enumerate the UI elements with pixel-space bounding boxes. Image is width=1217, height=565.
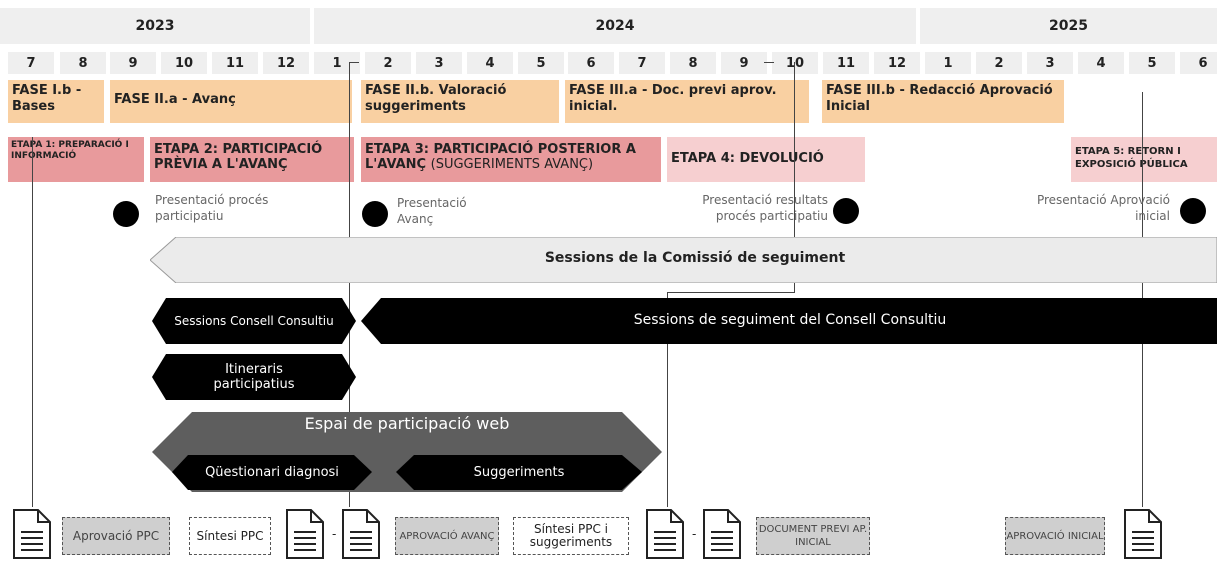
etapa-4: ETAPA 4: DEVOLUCIÓ <box>667 137 865 182</box>
seguiment-arrow-shape <box>361 298 1217 344</box>
month-18: 1 <box>925 52 971 74</box>
month-6: 1 <box>314 52 360 74</box>
presentation-dot-4 <box>1180 198 1206 224</box>
fase-iiia: FASE III.a - Doc. previ aprov. inicial. <box>565 80 809 123</box>
month-19: 2 <box>976 52 1022 74</box>
month-17: 12 <box>874 52 920 74</box>
doc-label-sintesi-ppc: Síntesi PPC <box>189 517 271 555</box>
qüestionari-label: Qüestionari diagnosi <box>205 465 339 480</box>
month-16: 11 <box>823 52 869 74</box>
itineraris-hex-shape <box>152 354 356 400</box>
qüestionari-hex-shape <box>172 455 372 490</box>
fase-iib: FASE II.b. Valoració suggeriments <box>361 80 559 123</box>
hline-3b <box>667 292 795 293</box>
consell-hex-shape <box>152 298 356 344</box>
etapa-3-subtitle: (SUGGERIMENTS AVANÇ) <box>430 157 594 172</box>
etapa-5: ETAPA 5: RETORN I EXPOSICIÓ PÚBLICA <box>1071 137 1217 182</box>
presentation-text-2: Presentació Avanç <box>397 196 467 226</box>
espai-web-hex <box>152 412 662 492</box>
month-21: 4 <box>1078 52 1124 74</box>
presentation-text-4: Presentació Aprovació inicial <box>1036 193 1170 223</box>
seguiment-arrow <box>361 298 1217 344</box>
comissio-label: Sessions de la Comissió de seguiment <box>544 250 846 266</box>
seguiment-label: Sessions de seguiment del Consell Consul… <box>633 312 947 328</box>
doc-label-aprovacio-avanc: APROVACIÓ AVANÇ <box>395 517 499 555</box>
itineraris-label: Itineraris participatius <box>213 362 295 392</box>
hline-3a <box>764 62 774 63</box>
vline-3 <box>794 62 795 292</box>
fase-iia: FASE II.a - Avanç <box>110 80 352 123</box>
month-1: 8 <box>60 52 106 74</box>
document-icon-3 <box>646 509 684 559</box>
month-15: 10 <box>772 52 818 74</box>
etapa-3-title: ETAPA 3: PARTICIPACIÓ POSTERIOR A L'AVAN… <box>365 142 636 172</box>
month-0: 7 <box>8 52 54 74</box>
document-icon-2 <box>342 509 380 559</box>
month-5: 12 <box>263 52 309 74</box>
suggeriments-hex-shape <box>396 455 642 490</box>
consell-hex <box>152 298 356 344</box>
etapa-2: ETAPA 2: PARTICIPACIÓ PRÈVIA A L'AVANÇ <box>150 137 354 182</box>
comissio-arrow <box>150 237 1217 283</box>
month-22: 5 <box>1129 52 1175 74</box>
separator-dash-1: - <box>332 527 337 541</box>
fase-ib: FASE I.b - Bases <box>8 80 104 123</box>
etapa-3: ETAPA 3: PARTICIPACIÓ POSTERIOR A L'AVAN… <box>361 137 661 182</box>
document-icon-1 <box>286 509 324 559</box>
month-8: 3 <box>416 52 462 74</box>
month-2: 9 <box>110 52 156 74</box>
consell-label: Sessions Consell Consultiu <box>174 313 334 328</box>
separator-dash-2: - <box>692 527 697 541</box>
year-2024: 2024 <box>314 8 916 44</box>
presentation-dot-3 <box>833 198 859 224</box>
month-9: 4 <box>467 52 513 74</box>
month-7: 2 <box>365 52 411 74</box>
presentation-text-3: Presentació resultats procés participati… <box>702 193 828 223</box>
month-14: 9 <box>721 52 767 74</box>
vline-2 <box>349 62 350 507</box>
itineraris-hex <box>152 354 356 400</box>
month-20: 3 <box>1027 52 1073 74</box>
year-2023: 2023 <box>0 8 310 44</box>
month-12: 7 <box>619 52 665 74</box>
presentation-dot-2 <box>362 201 388 227</box>
month-23: 6 <box>1180 52 1217 74</box>
doc-label-aprovacio-ppc: Aprovació PPC <box>62 517 170 555</box>
month-13: 8 <box>670 52 716 74</box>
month-10: 5 <box>518 52 564 74</box>
vline-3b <box>667 292 668 507</box>
comissio-arrow-shape <box>150 237 1217 283</box>
month-3: 10 <box>161 52 207 74</box>
hline-2 <box>349 62 359 63</box>
month-11: 6 <box>568 52 614 74</box>
espai-web-label: Espai de participació web <box>304 414 510 433</box>
document-icon-4 <box>703 509 741 559</box>
doc-label-sintesi-sugg: Síntesi PPC i suggeriments <box>513 517 629 555</box>
suggeriments-label: Suggeriments <box>473 465 565 480</box>
year-2025: 2025 <box>920 8 1217 44</box>
doc-label-aprovacio-inicial: APROVACIÓ INICIAL <box>1005 517 1105 555</box>
fase-iiib: FASE III.b - Redacció Aprovació Inicial <box>822 80 1064 123</box>
presentation-dot-1 <box>113 201 139 227</box>
document-icon-5 <box>1124 509 1162 559</box>
month-4: 11 <box>212 52 258 74</box>
doc-label-document-previ: DOCUMENT PREVI AP. INICIAL <box>756 517 870 555</box>
vline-1 <box>32 137 33 507</box>
etapa-1: ETAPA 1: PREPARACIÓ I INFORMACIÓ <box>8 137 144 182</box>
presentation-text-1: Presentació procés participatiu <box>155 193 269 223</box>
document-icon-0 <box>13 509 51 559</box>
